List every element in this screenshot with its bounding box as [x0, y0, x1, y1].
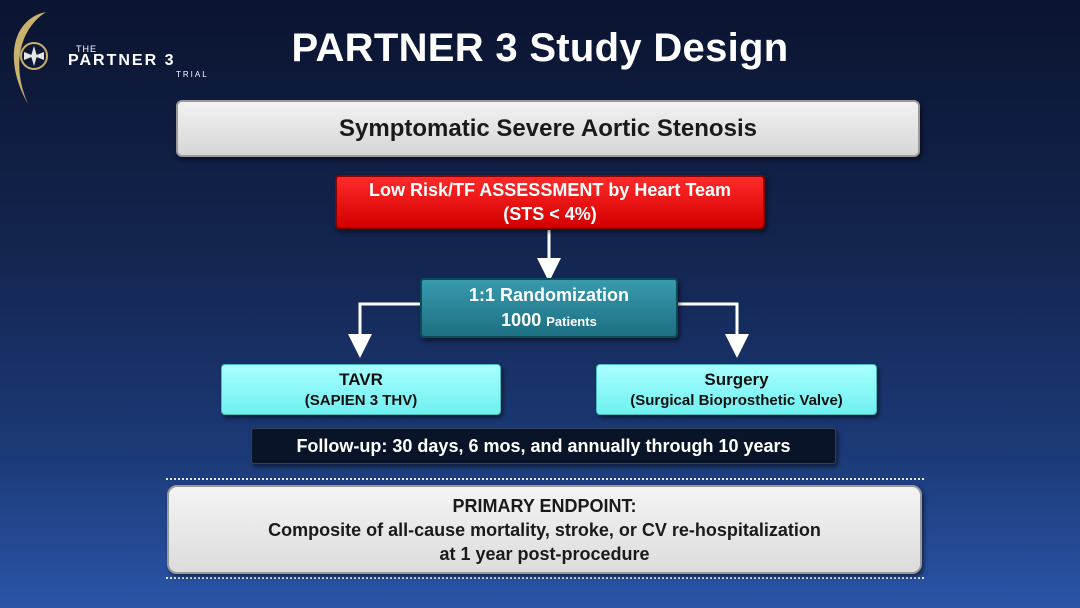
followup-box: Follow-up: 30 days, 6 mos, and annually … — [251, 428, 836, 464]
endpoint-line1: Composite of all-cause mortality, stroke… — [268, 519, 821, 540]
followup-label: Follow-up: 30 days, 6 mos, and annually … — [296, 435, 791, 456]
arrow-randomization-to-tavr — [348, 302, 420, 358]
population-box: Symptomatic Severe Aortic Stenosis — [176, 100, 920, 157]
primary-endpoint-box: PRIMARY ENDPOINT: Composite of all-cause… — [167, 485, 922, 574]
logo-the: THE — [76, 44, 97, 54]
tavr-arm-box: TAVR (SAPIEN 3 THV) — [221, 364, 501, 415]
surgery-arm-detail: (Surgical Bioprosthetic Valve) — [630, 391, 843, 409]
assessment-box: Low Risk/TF ASSESSMENT by Heart Team (ST… — [335, 175, 765, 229]
randomization-line1: 1:1 Randomization — [468, 284, 629, 305]
tavr-arm-detail: (SAPIEN 3 THV) — [304, 391, 418, 409]
endpoint-heading: PRIMARY ENDPOINT: — [452, 495, 637, 516]
partner3-logo: THE PARTNER 3 TRIAL — [6, 8, 216, 108]
population-label: Symptomatic Severe Aortic Stenosis — [339, 114, 757, 142]
arrow-randomization-to-surgery — [678, 302, 749, 358]
heart-valve-logo-icon — [13, 12, 48, 104]
assessment-line2: (STS < 4%) — [503, 204, 597, 224]
logo-trial: TRIAL — [176, 70, 209, 79]
slide-title: PARTNER 3 Study Design — [291, 26, 789, 70]
randomization-count-unit: Patients — [546, 313, 597, 329]
divider-bottom — [166, 577, 924, 579]
randomization-count: 1000 — [501, 309, 542, 330]
surgery-arm-box: Surgery (Surgical Bioprosthetic Valve) — [596, 364, 877, 415]
divider-top — [166, 478, 924, 480]
tavr-arm-name: TAVR — [339, 369, 383, 389]
randomization-line2: 1000 Patients — [501, 308, 597, 334]
surgery-arm-name: Surgery — [704, 369, 769, 389]
randomization-box: 1:1 Randomization 1000 Patients — [420, 278, 678, 338]
assessment-line1: Low Risk/TF ASSESSMENT by Heart Team — [368, 180, 732, 200]
logo-name: PARTNER 3 — [68, 52, 176, 69]
endpoint-line2: at 1 year post-procedure — [439, 543, 650, 564]
